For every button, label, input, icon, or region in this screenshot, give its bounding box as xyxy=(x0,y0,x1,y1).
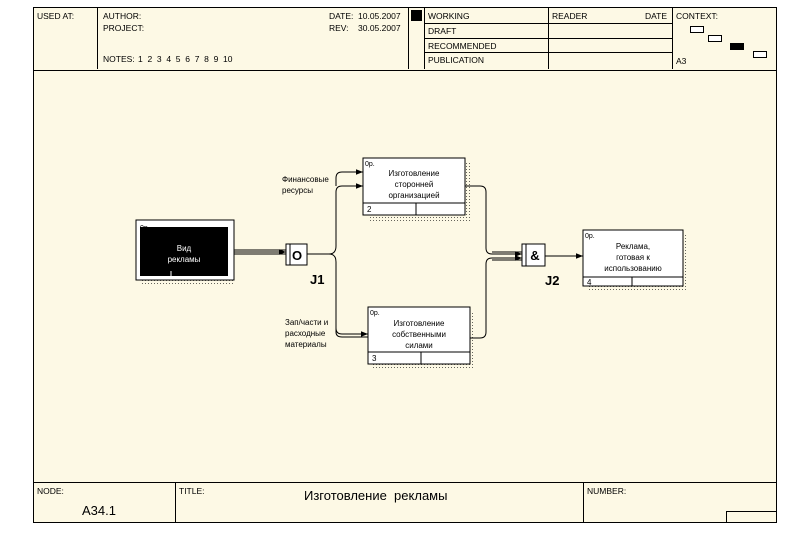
junction-j2[interactable]: & J2 xyxy=(521,243,559,288)
box-vid-reklamy[interactable]: 0р. Вид рекламы xyxy=(135,219,235,285)
box-2-corner: 0р. xyxy=(365,161,375,168)
label-finansovye-1: Финансовые xyxy=(282,175,329,184)
context-cell: CONTEXT: A3 xyxy=(673,8,776,69)
reader-label: READER xyxy=(552,11,588,21)
context-page: A3 xyxy=(676,56,687,66)
junction-j2-label: J2 xyxy=(545,273,559,288)
box-4-corner: 0р. xyxy=(585,233,595,240)
box-1-label-1: Вид xyxy=(177,244,192,253)
date-label: DATE: xyxy=(329,11,354,21)
box-storonnyaya[interactable]: 0р. Изготовление сторонней организацией … xyxy=(362,157,470,221)
form-footer: NODE: A34.1 TITLE: Изготовление рекламы … xyxy=(34,482,777,523)
context-label: CONTEXT: xyxy=(676,11,719,21)
box-4-label-2: готовая к xyxy=(616,253,650,262)
node-label: NODE: xyxy=(37,486,64,496)
arrow-j1-box3 xyxy=(307,253,368,337)
notes-label: NOTES: xyxy=(103,54,135,64)
box-2-label-3: организацией xyxy=(388,191,439,200)
junction-j2-symbol: & xyxy=(530,248,539,263)
number-cell: NUMBER: xyxy=(584,483,777,523)
box-reklama-gotovaya[interactable]: 0р. Реклама, готовая к использованию 4 xyxy=(582,229,688,292)
junction-j1-label: J1 xyxy=(310,272,324,287)
title-label: TITLE: xyxy=(179,486,205,496)
arrow-finansy xyxy=(335,169,363,186)
project-label: PROJECT: xyxy=(103,23,145,33)
working-marker xyxy=(411,10,422,21)
title-value: Изготовление рекламы xyxy=(304,488,448,503)
box-sobstvennye[interactable]: 0р. Изготовление собственными силами 3 xyxy=(367,306,475,370)
node-value: A34.1 xyxy=(82,503,116,518)
form-header: USED AT: AUTHOR: PROJECT: NOTES: 1 2 3 4… xyxy=(34,8,776,71)
box-4-label-3: использованию xyxy=(604,264,661,273)
box-2-number: 2 xyxy=(367,205,372,214)
box-4-number: 4 xyxy=(587,278,592,287)
context-node-2 xyxy=(708,35,722,42)
title-cell: TITLE: Изготовление рекламы xyxy=(176,483,584,523)
author-label: AUTHOR: xyxy=(103,11,142,21)
notes-numbers: 1 2 3 4 5 6 7 8 9 10 xyxy=(138,54,233,64)
box-3-label-2: собственными xyxy=(392,330,446,339)
rev-label: REV: xyxy=(329,23,349,33)
box-1-corner: 0р. xyxy=(140,225,150,232)
number-subcell xyxy=(726,511,777,523)
box-3-label-1: Изготовление xyxy=(394,319,446,328)
arrow-box2-j2 xyxy=(465,185,522,257)
date-value: 10.05.2007 xyxy=(358,11,401,21)
context-node-1 xyxy=(690,26,704,33)
used-at-label: USED AT: xyxy=(37,11,75,21)
junction-j1[interactable]: O J1 xyxy=(285,243,324,287)
box-3-label-3: силами xyxy=(405,341,433,350)
box-4-label-1: Реклама, xyxy=(616,242,650,251)
node-cell: NODE: A34.1 xyxy=(34,483,176,523)
status-publication: PUBLICATION xyxy=(428,55,485,65)
box-2-label-2: сторонней xyxy=(395,180,434,189)
box-2-label-1: Изготовление xyxy=(389,169,441,178)
box-3-corner: 0р. xyxy=(370,310,380,317)
box-3-number: 3 xyxy=(372,354,377,363)
arrow-box3-j2 xyxy=(470,255,522,339)
arrow-j1-box2 xyxy=(307,183,363,255)
number-label: NUMBER: xyxy=(587,486,627,496)
idef0-form: USED AT: AUTHOR: PROJECT: NOTES: 1 2 3 4… xyxy=(33,7,777,523)
context-node-current xyxy=(730,43,744,50)
status-recommended: RECOMMENDED xyxy=(428,41,497,51)
context-node-4 xyxy=(753,51,767,58)
status-marker-cell xyxy=(409,8,425,69)
label-zapchasti-3: материалы xyxy=(285,340,327,349)
label-zapchasti-1: Зап/части и xyxy=(285,318,328,327)
used-at-cell: USED AT: xyxy=(34,8,98,69)
reader-date-label: DATE xyxy=(645,11,668,21)
rev-value: 30.05.2007 xyxy=(358,23,401,33)
label-finansovye-2: ресурсы xyxy=(282,186,313,195)
author-cell: AUTHOR: PROJECT: NOTES: 1 2 3 4 5 6 7 8 … xyxy=(98,8,409,69)
idef0-diagram: 0р. Вид рекламы 0р. Изготовление сторонн… xyxy=(135,157,688,370)
box-1-label-2: рекламы xyxy=(168,255,201,264)
status-draft: DRAFT xyxy=(428,26,457,36)
junction-j1-symbol: O xyxy=(292,248,302,263)
arrows xyxy=(234,169,583,339)
status-working: WORKING xyxy=(428,11,470,21)
arrow-zapchasti xyxy=(335,328,368,338)
label-zapchasti-2: расходные xyxy=(285,329,326,338)
